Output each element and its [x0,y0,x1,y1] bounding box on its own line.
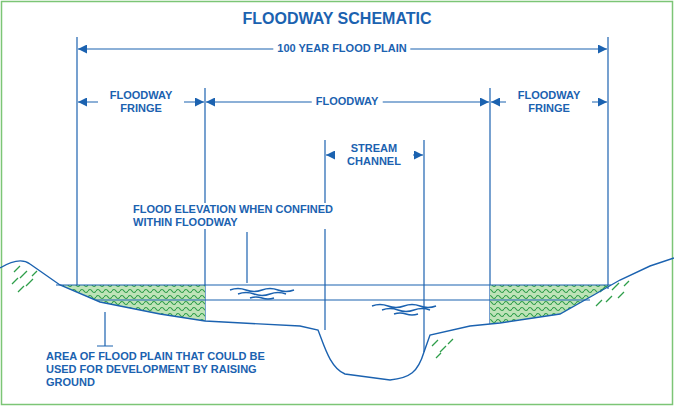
callout-note: AREA OF FLOOD PLAIN THAT COULD BE USED F… [44,350,270,390]
dimension-label: STREAM CHANNEL [335,142,413,168]
raised-fill-left [56,285,205,321]
water [56,232,611,346]
grass-channel [432,339,453,358]
leader-line [97,312,113,346]
grass-marks [12,266,629,358]
grass-left [12,266,37,292]
callout-note: FLOOD ELEVATION WHEN CONFINED WITHIN FLO… [131,203,345,229]
extension-line [76,37,77,285]
confined-flood-line [56,284,611,285]
diagram-title: FLOODWAY SCHEMATIC [242,9,431,28]
dimension-label: FLOODWAY FRINGE [98,89,184,115]
extension-line [607,37,608,289]
dimension-label: FLOODWAY [312,95,383,108]
dimension-label: 100 YEAR FLOOD PLAIN [273,42,410,55]
raised-fill-right [490,285,611,324]
dimension-label: FLOODWAY FRINGE [506,89,592,115]
natural-flood-line [96,299,590,300]
water-ripples [372,305,436,316]
leader-line [246,232,247,283]
extension-line [423,140,424,352]
extension-line [324,140,325,330]
water-ripples [230,289,294,300]
